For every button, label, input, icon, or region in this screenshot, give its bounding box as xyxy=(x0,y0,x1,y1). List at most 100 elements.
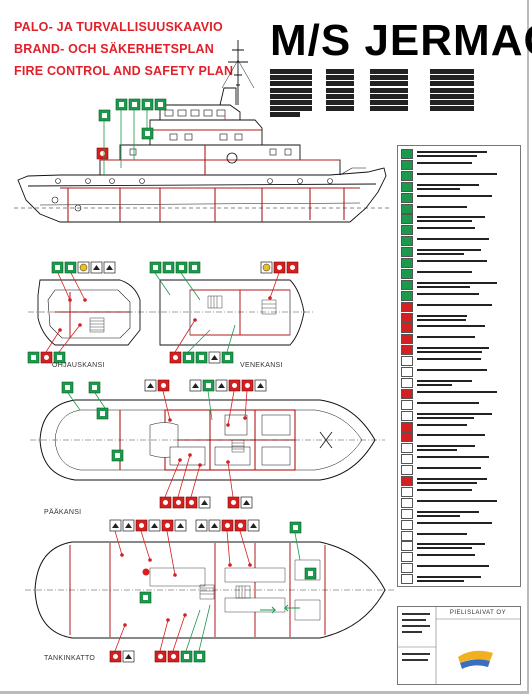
legend-symbol-icon xyxy=(401,192,413,203)
legend-row xyxy=(400,312,518,324)
legend-symbol-icon xyxy=(401,552,413,563)
legend-row xyxy=(400,149,518,160)
legend-row xyxy=(400,268,518,280)
legend-row xyxy=(400,345,518,356)
legend-symbol-icon xyxy=(401,247,413,258)
tankinkatto-plan xyxy=(25,519,395,663)
title-english: FIRE CONTROL AND SAFETY PLAN xyxy=(14,64,234,78)
legend-symbol-icon xyxy=(401,367,413,377)
legend-symbol-icon xyxy=(401,225,413,236)
legend-symbol-icon xyxy=(401,476,413,486)
legend-symbol-icon xyxy=(401,279,413,290)
legend-symbol-icon xyxy=(401,258,413,268)
legend-symbol-icon xyxy=(401,323,413,334)
title-swedish: BRAND- OCH SÄKERHETSPLAN xyxy=(14,42,214,56)
legend-row xyxy=(400,454,518,465)
label-venekansi: VENEKANSI xyxy=(240,362,283,369)
legend-symbol-icon xyxy=(401,519,413,530)
profile-leader-lines xyxy=(103,110,226,175)
legend-symbol-icon xyxy=(401,159,413,170)
paakansi-plan xyxy=(30,379,385,509)
legend-symbol-icon xyxy=(401,312,413,323)
legend-symbol-icon xyxy=(401,563,413,574)
legend-row xyxy=(400,377,518,389)
label-ohjauskansi: OHJAUSKANSI xyxy=(52,362,105,369)
legend-row xyxy=(400,323,518,334)
legend-symbol-icon xyxy=(401,356,413,367)
legend-row xyxy=(400,508,518,520)
legend-symbol-icon xyxy=(401,443,413,454)
legend-symbol-icon xyxy=(401,236,413,247)
legend-symbol-icon xyxy=(401,541,413,552)
legend-symbol-icon xyxy=(401,421,413,432)
legend-row xyxy=(400,541,518,552)
legend-symbol-icon xyxy=(401,508,413,519)
legend-row xyxy=(400,530,518,542)
legend-row xyxy=(400,465,518,476)
legend-symbol-icon xyxy=(401,399,413,410)
legend-symbol-icon xyxy=(401,465,413,476)
legend-row xyxy=(400,432,518,443)
ship-name: M/S JERMAC xyxy=(270,16,532,65)
legend-row xyxy=(400,159,518,171)
legend-symbol-icon xyxy=(401,530,413,541)
legend-symbol-icon xyxy=(401,377,413,388)
legend-symbol-icon xyxy=(401,432,413,443)
legend-row xyxy=(400,258,518,269)
label-tankinkatto: TANKINKATTO xyxy=(44,655,96,662)
legend-symbol-icon xyxy=(401,388,413,399)
legend-symbol-icon xyxy=(401,454,413,465)
legend-row xyxy=(400,367,518,378)
title-block-grid xyxy=(398,607,520,684)
legend-row xyxy=(400,486,518,498)
legend-row xyxy=(400,290,518,302)
label-paakansi: PÄÄKANSI xyxy=(44,509,82,516)
legend-row xyxy=(400,334,518,345)
legend-row xyxy=(400,519,518,531)
company-logo xyxy=(458,650,493,669)
symbol-legend xyxy=(397,145,521,587)
legend-row xyxy=(400,192,518,204)
legend-row xyxy=(400,388,518,400)
legend-row xyxy=(400,497,518,509)
title-block: PIELISLAIVAT OY xyxy=(397,606,521,685)
legend-row xyxy=(400,225,518,236)
legend-symbol-icon xyxy=(401,497,413,508)
profile-safety-icons xyxy=(96,98,167,160)
legend-symbol-icon xyxy=(401,149,413,159)
legend-symbol-icon xyxy=(401,334,413,345)
legend-symbol-icon xyxy=(401,214,413,225)
legend-symbol-icon xyxy=(401,203,413,214)
legend-row xyxy=(400,563,518,574)
legend-row xyxy=(400,410,518,422)
legend-symbol-icon xyxy=(401,268,413,279)
legend-row xyxy=(400,214,518,225)
company-name: PIELISLAIVAT OY xyxy=(449,610,507,616)
legend-row xyxy=(400,421,518,433)
legend-row xyxy=(400,247,518,258)
legend-row xyxy=(400,399,518,411)
ohjauskansi-plan xyxy=(27,261,150,364)
legend-symbol-icon xyxy=(401,410,413,421)
legend-row xyxy=(400,552,518,563)
legend-row xyxy=(400,574,518,585)
legend-row xyxy=(400,301,518,313)
legend-symbol-icon xyxy=(401,290,413,301)
legend-symbol-icon xyxy=(401,486,413,497)
legend-row xyxy=(400,443,518,454)
legend-symbol-icon xyxy=(401,574,413,585)
legend-row xyxy=(400,203,518,215)
legend-row xyxy=(400,170,518,182)
legend-row xyxy=(400,279,518,291)
legend-symbol-icon xyxy=(401,301,413,312)
side-profile xyxy=(14,40,392,223)
legend-row xyxy=(400,356,518,367)
legend-row xyxy=(400,476,518,487)
title-finnish: PALO- JA TURVALLISUUSKAAVIO xyxy=(14,20,223,34)
venekansi-plan xyxy=(149,261,314,364)
legend-row xyxy=(400,181,518,193)
legend-symbol-icon xyxy=(401,181,413,192)
legend-symbol-icon xyxy=(401,170,413,181)
